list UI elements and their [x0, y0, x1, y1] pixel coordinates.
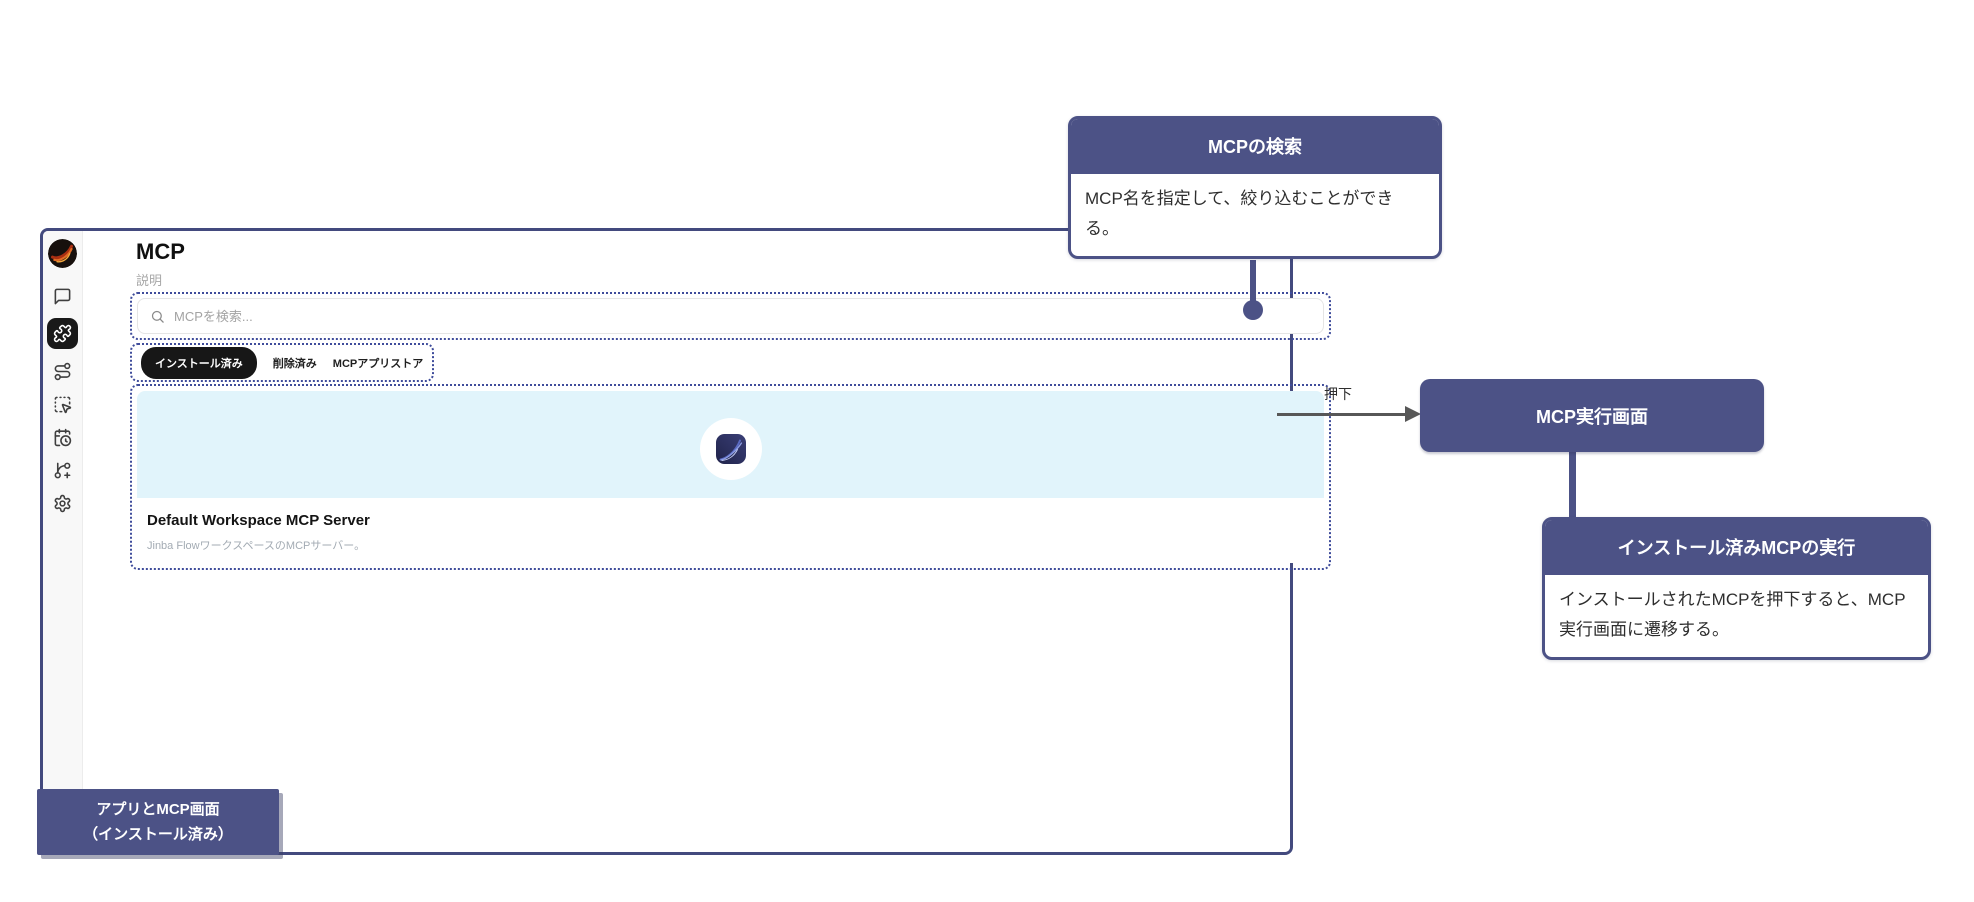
- screen-name-line2: （インストール済み）: [83, 826, 233, 843]
- main-content: MCP 説明 インストール済み 削除済み MCPアプリストア: [83, 231, 1331, 852]
- callout-mcp-search-title: MCPの検索: [1071, 119, 1439, 174]
- page-subtitle: 説明: [136, 273, 163, 288]
- git-branch-plus-icon: [54, 462, 71, 478]
- sidebar-item-branch-plus[interactable]: [52, 459, 74, 481]
- route-icon: [54, 362, 71, 380]
- press-arrowhead-icon: [1405, 406, 1421, 422]
- node-mcp-exec-screen: MCP実行画面: [1420, 379, 1764, 452]
- gear-icon: [54, 494, 71, 512]
- search-highlight-box: [130, 292, 1331, 340]
- search-bar[interactable]: [137, 298, 1324, 334]
- callout-run-title: インストール済みMCPの実行: [1545, 520, 1928, 575]
- press-arrow-line: [1277, 413, 1407, 416]
- card-banner: [137, 391, 1324, 498]
- tab-deleted[interactable]: 削除済み: [272, 357, 317, 370]
- screen-name-line1: アプリとMCP画面: [96, 800, 220, 818]
- connector-search-line: [1250, 260, 1256, 302]
- sidebar-item-chat[interactable]: [52, 285, 74, 307]
- sidebar-item-select-area[interactable]: [52, 393, 74, 415]
- sidebar-item-mcp[interactable]: [47, 318, 78, 349]
- sidebar-item-route[interactable]: [52, 360, 74, 382]
- app-window: MCP 説明 インストール済み 削除済み MCPアプリストア: [40, 228, 1331, 855]
- tab-app-store[interactable]: MCPアプリストア: [332, 357, 424, 370]
- app-logo[interactable]: [48, 239, 77, 268]
- tabs-highlight-box: インストール済み 削除済み MCPアプリストア: [130, 343, 435, 382]
- sidebar-item-settings[interactable]: [52, 492, 74, 514]
- sidebar: [43, 231, 83, 852]
- sidebar-item-schedule[interactable]: [52, 426, 74, 448]
- puzzle-icon: [53, 324, 72, 343]
- screen-name-label: アプリとMCP画面 （インストール済み）: [37, 789, 279, 855]
- search-input[interactable]: [174, 308, 1323, 324]
- calendar-clock-icon: [54, 428, 72, 446]
- callout-mcp-search-body: MCP名を指定して、絞り込むことができる。: [1085, 189, 1394, 238]
- callout-run-installed-mcp: インストール済みMCPの実行 インストールされたMCPを押下すると、MCP実行画…: [1542, 517, 1931, 660]
- search-icon: [151, 310, 164, 323]
- connector-search-dot: [1243, 300, 1263, 320]
- connector-run-line: [1569, 450, 1576, 518]
- card-highlight-box: Default Workspace MCP Server Jinba Flowワ…: [130, 384, 1331, 570]
- callout-mcp-search: MCPの検索 MCP名を指定して、絞り込むことができる。: [1068, 116, 1442, 259]
- mcp-server-logo-icon: [715, 434, 746, 464]
- tab-installed[interactable]: インストール済み: [141, 346, 257, 379]
- mcp-server-badge: [699, 418, 762, 480]
- chat-icon: [54, 288, 71, 304]
- card-title: Default Workspace MCP Server: [147, 512, 370, 529]
- flame-logo-icon: [48, 239, 77, 268]
- mcp-server-card[interactable]: Default Workspace MCP Server Jinba Flowワ…: [137, 391, 1324, 563]
- card-body: Default Workspace MCP Server Jinba Flowワ…: [137, 498, 1324, 553]
- callout-run-body: インストールされたMCPを押下すると、MCP実行画面に遷移する。: [1559, 590, 1906, 639]
- press-arrow-label: 押下: [1324, 386, 1352, 402]
- page-title: MCP: [136, 239, 185, 264]
- select-area-pointer-icon: [54, 396, 72, 413]
- card-description: Jinba FlowワークスペースのMCPサーバー。: [147, 540, 366, 552]
